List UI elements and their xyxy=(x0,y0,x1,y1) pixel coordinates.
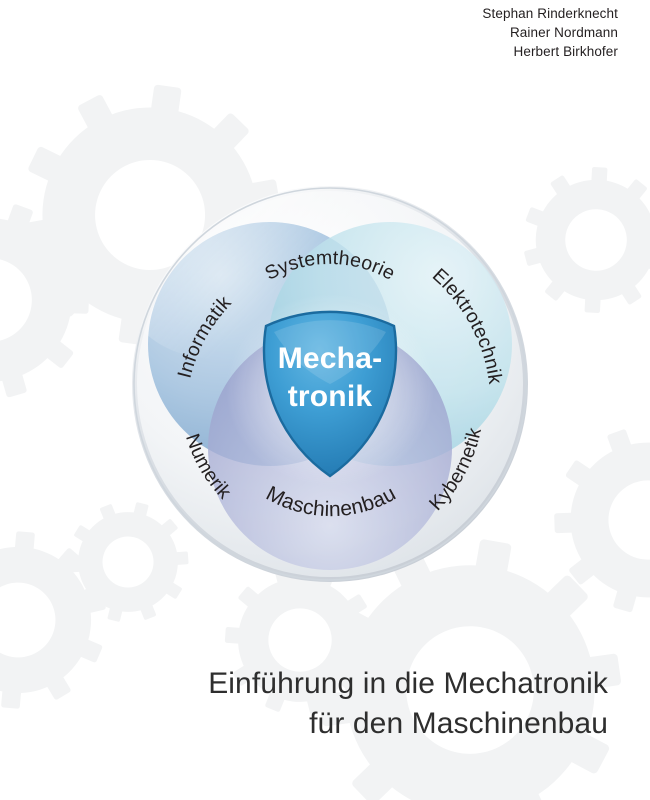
mechatronik-core: Mecha- tronik xyxy=(262,310,398,478)
book-title: Einführung in die Mechatronik für den Ma… xyxy=(0,664,608,744)
mechatronics-venn-diagram: Mecha- tronik Systemtheorie Informatik E… xyxy=(118,172,542,596)
author-name-1: Stephan Rinderknecht xyxy=(482,6,618,21)
book-title-line-2: für den Maschinenbau xyxy=(309,707,608,740)
gear-right-edge xyxy=(533,404,650,636)
core-label-line2: tronik xyxy=(288,380,373,413)
author-name-2: Rainer Nordmann xyxy=(509,25,618,40)
core-shield-gloss xyxy=(274,320,386,384)
author-name-3: Herbert Birkhofer xyxy=(513,44,618,59)
author-list: Stephan Rinderknecht Rainer Nordmann Her… xyxy=(482,4,618,61)
gear-left-edge xyxy=(0,173,116,427)
core-label-line1: Mecha- xyxy=(278,342,383,375)
book-title-line-1: Einführung in die Mechatronik xyxy=(208,667,608,700)
core-shield-shape xyxy=(262,310,398,478)
venn-svg: Mecha- tronik Systemtheorie Informatik E… xyxy=(132,186,528,582)
